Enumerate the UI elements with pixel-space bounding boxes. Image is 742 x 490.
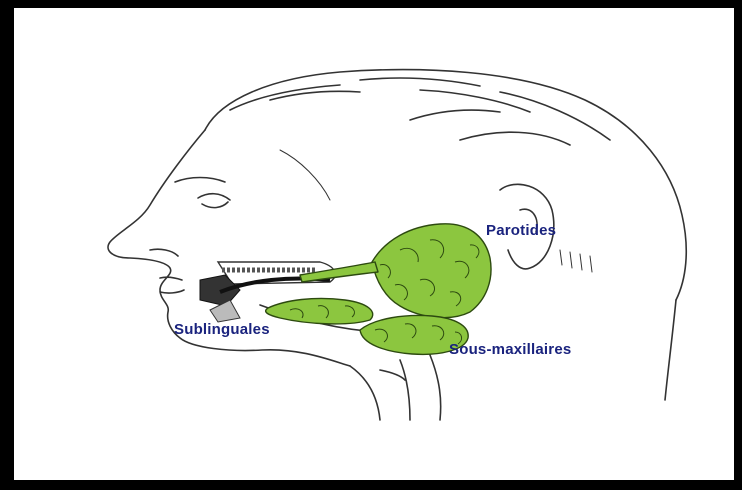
label-parotides: Parotides	[486, 222, 556, 239]
eye	[198, 194, 230, 200]
sublingual-gland	[266, 298, 373, 324]
label-sous-maxillaires: Sous-maxillaires	[449, 341, 571, 358]
neck	[350, 366, 380, 420]
label-sublinguales: Sublinguales	[174, 321, 270, 338]
parotid-gland	[372, 224, 491, 318]
